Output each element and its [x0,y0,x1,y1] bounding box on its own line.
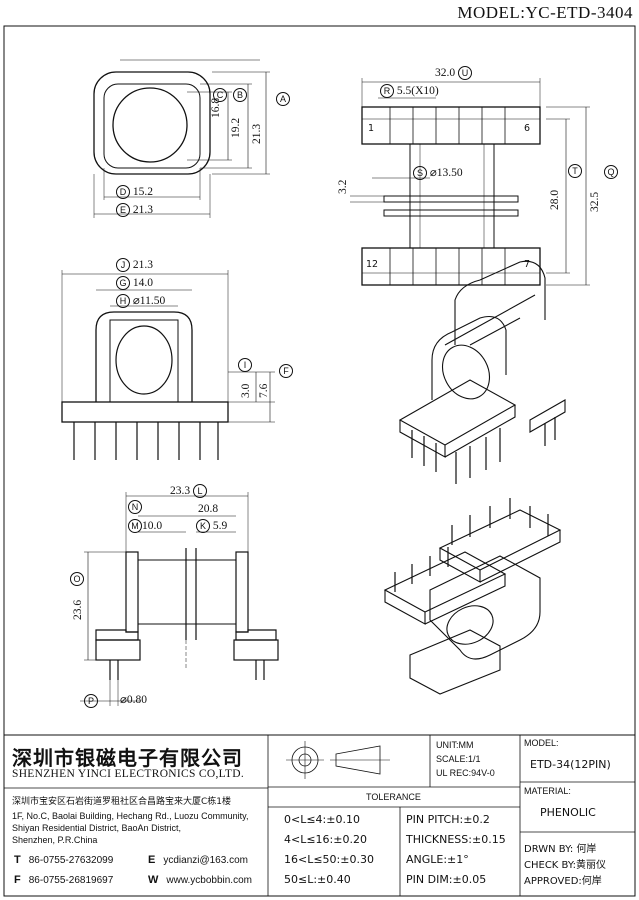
letter-c: C [213,88,227,102]
dim-p-value: ⌀0.80 [120,694,148,706]
material-value: PHENOLIC [540,806,596,819]
tol-row-4: 50≤L:±0.40 [284,873,351,886]
model-label: MODEL: [524,738,559,748]
dim-g: G 14.0 [116,276,153,290]
dim-k: K 5.9 [196,519,227,533]
dim-f-value: 7.6 [258,383,270,398]
dim-n-value: 20.8 [198,503,219,515]
iso-view-1 [398,260,566,484]
scale: SCALE:1/1 [436,754,481,764]
spec-thickness: THICKNESS:±0.15 [406,833,506,846]
letter-n: N [128,500,142,514]
letter-o: O [70,572,84,586]
dim-s: S ⌀13.50 [413,165,463,180]
material-label: MATERIAL: [524,786,571,796]
bottom-view [80,492,279,706]
dim-i-value: 3.0 [240,383,252,398]
top-view [93,59,270,218]
dim-u: 32.0 U [435,66,472,80]
spec-angle: ANGLE:±1° [406,853,469,866]
dim-j: J 21.3 [116,258,153,272]
dim-a-value: 21.3 [251,123,263,144]
pin-label-6: 6 [524,123,531,134]
side-view [350,78,590,286]
unit: UNIT:MM [436,740,474,750]
address-en-line1: 1F, No.C, Baolai Building, Hechang Rd., … [12,811,249,821]
tol-row-1: 0<L≤4:±0.10 [284,813,360,826]
address-cn: 深圳市宝安区石岩街道罗租社区合昌路宝来大厦C栋1楼 [12,797,232,807]
dim-t-value: 28.0 [549,189,561,210]
approved-by: APPROVED:何岸 [524,876,602,887]
drawn-by: DRWN BY: 何岸 [524,844,597,855]
pin-label-1: 1 [368,123,375,134]
address-en-line3: Shenzhen, P.R.China [12,835,98,845]
pin-label-12: 12 [366,259,379,270]
dim-h: H ⌀11.50 [116,293,165,308]
letter-b: B [233,88,247,102]
tol-row-3: 16<L≤50:±0.30 [284,853,374,866]
ul-rec: UL REC:94V-0 [436,768,495,778]
dim-c-value: 16.8 [210,97,222,118]
dim-d: D 15.2 [116,185,153,199]
title-block-lines [4,735,635,896]
dim-gap-value: 3.2 [337,179,349,194]
letter-q: Q [604,165,618,179]
tol-row-2: 4<L≤16:±0.20 [284,833,367,846]
dim-o-value: 23.6 [72,599,84,620]
spec-pin-dim: PIN DIM:±0.05 [406,873,487,886]
dim-l: 23.3 L [170,484,207,498]
dim-q-value: 32.5 [589,191,601,212]
letter-i: I [238,358,252,372]
address-en-line2: Shiyan Residential District, BaoAn Distr… [12,823,182,833]
iso-view-2 [383,498,562,695]
company-name-en: SHENZHEN YINCI ELECTRONICS CO,LTD. [12,768,244,780]
dim-b-value: 19.2 [230,117,242,138]
dim-e: E 21.3 [116,203,153,217]
model-value: ETD-34(12PIN) [530,758,611,771]
letter-t: T [568,164,582,178]
pin-label-7: 7 [524,259,531,270]
letter-a: A [276,92,290,106]
company-name-cn: 深圳市银磁电子有限公司 [12,746,243,770]
drawing-frame [3,25,636,897]
dim-r: R 5.5(X10) [380,84,439,98]
tolerance-title: TOLERANCE [366,792,421,802]
checked-by: CHECK BY:黄丽仪 [524,860,607,871]
letter-p: P [84,694,98,708]
model-title: MODEL:YC-ETD-3404 [457,3,633,22]
spec-pin-pitch: PIN PITCH:±0.2 [406,813,490,826]
letter-f: F [279,364,293,378]
